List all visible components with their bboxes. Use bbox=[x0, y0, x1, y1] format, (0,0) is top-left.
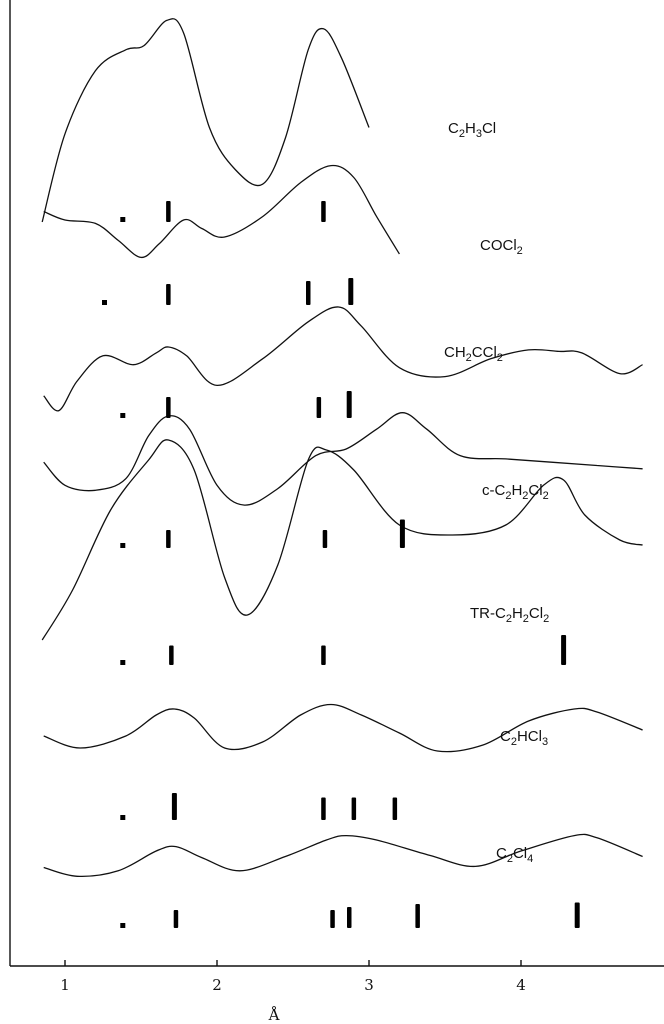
distance-stick bbox=[351, 797, 357, 820]
distance-stick bbox=[399, 519, 405, 548]
plot-frame bbox=[9, 0, 664, 967]
distance-dot bbox=[120, 815, 126, 820]
distance-stick bbox=[166, 284, 171, 305]
distance-dot bbox=[120, 543, 126, 548]
distance-stick bbox=[321, 645, 326, 665]
series-curve bbox=[43, 306, 643, 412]
distance-stick bbox=[169, 645, 174, 665]
curves-layer bbox=[41, 18, 643, 878]
x-tick-label: 4 bbox=[516, 976, 526, 994]
series-curve bbox=[43, 412, 643, 506]
sticks-layer bbox=[102, 201, 580, 928]
distance-stick bbox=[392, 797, 398, 820]
distance-dot bbox=[120, 660, 126, 665]
x-tick-label: 2 bbox=[212, 976, 222, 994]
distance-dot bbox=[102, 300, 107, 305]
distance-stick bbox=[322, 530, 328, 548]
distance-stick bbox=[348, 278, 354, 305]
distance-dot bbox=[120, 923, 126, 928]
distance-stick bbox=[166, 397, 171, 418]
x-axis-label: Å bbox=[268, 1006, 280, 1024]
series-curve bbox=[43, 703, 643, 753]
distance-stick bbox=[346, 391, 352, 418]
x-tick-label: 3 bbox=[364, 976, 374, 994]
series-label: CH2CCl2 bbox=[444, 344, 503, 364]
series-label: TR-C2H2Cl2 bbox=[470, 605, 549, 625]
distance-stick bbox=[171, 793, 177, 820]
distance-dot bbox=[120, 413, 126, 418]
distance-stick bbox=[330, 910, 335, 928]
distance-stick bbox=[316, 397, 322, 418]
distance-stick bbox=[306, 281, 311, 305]
series-curve bbox=[43, 833, 643, 878]
series-label: C2H3Cl bbox=[448, 120, 496, 140]
x-tick-label: 1 bbox=[60, 976, 70, 994]
series-curve bbox=[43, 164, 400, 259]
distance-stick bbox=[166, 530, 171, 548]
x-axis: 1 2 3 4 bbox=[60, 960, 526, 994]
distance-dot bbox=[120, 217, 126, 222]
distance-stick bbox=[574, 902, 580, 928]
series-label: c-C2H2Cl2 bbox=[482, 482, 549, 502]
series-curve bbox=[41, 439, 643, 641]
distance-stick bbox=[166, 201, 171, 222]
distance-stick bbox=[415, 904, 420, 928]
distance-stick bbox=[347, 907, 352, 928]
series-curve bbox=[41, 18, 370, 223]
series-label: C2Cl4 bbox=[496, 845, 533, 865]
series-label: C2HCl3 bbox=[500, 728, 548, 748]
series-label: COCl2 bbox=[480, 237, 523, 257]
distance-stick bbox=[321, 797, 326, 820]
distance-stick bbox=[561, 635, 567, 665]
distance-stick bbox=[321, 201, 326, 222]
distance-stick bbox=[173, 910, 179, 928]
